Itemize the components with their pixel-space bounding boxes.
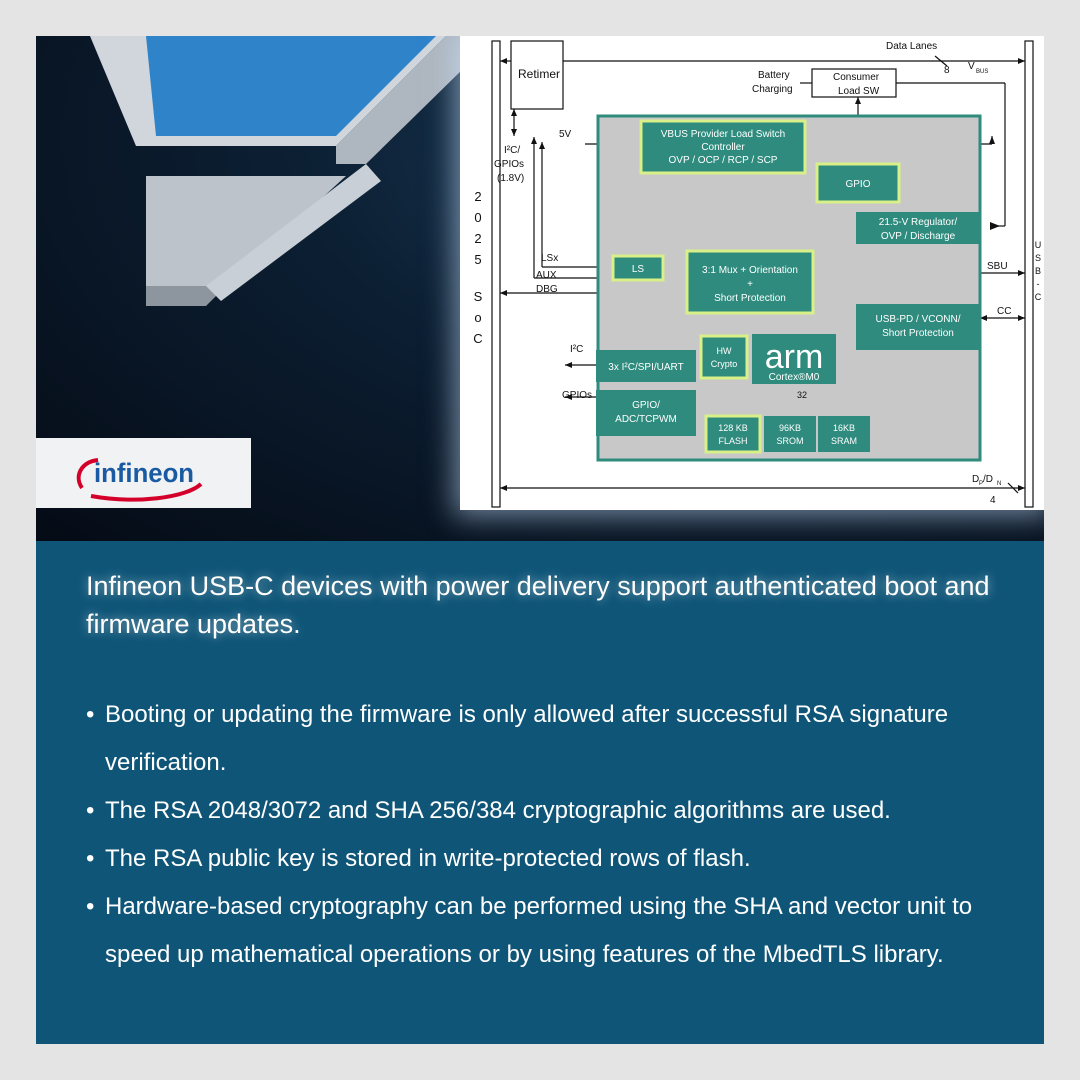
label-bus-width: 32 [797, 390, 807, 400]
label-battery-2: Charging [752, 84, 793, 95]
block-gpio-adc-l1: GPIO/ [632, 400, 660, 411]
label-consumer-1: Consumer [833, 72, 880, 83]
block-hw-crypto-l1: HW [717, 346, 732, 356]
label-consumer-2: Load SW [838, 86, 880, 97]
block-vbus-controller-l2: Controller [701, 142, 745, 153]
top-panel: infineon [36, 36, 1044, 541]
label-dpdn: D [972, 474, 979, 485]
block-ls: LS [632, 264, 645, 275]
block-mux-l2: + [747, 279, 753, 290]
text-panel: Infineon USB-C devices with power delive… [36, 541, 1044, 1044]
label-i2c-gpio-2: GPIOs [494, 159, 524, 170]
label-dbg: DBG [536, 284, 558, 295]
block-usbpd-l1: USB-PD / VCONN/ [875, 314, 960, 325]
label-dpdn-sub-n: N [997, 481, 1001, 487]
block-mux-l3: Short Protection [714, 293, 786, 304]
svg-text:B: B [1035, 266, 1041, 276]
label-data-lanes-count: 8 [944, 65, 950, 76]
block-vbus-controller-l1: VBUS Provider Load Switch [661, 129, 786, 140]
block-flash-l1: 128 KB [718, 423, 748, 433]
block-srom-l1: 96KB [779, 423, 801, 433]
label-battery-1: Battery [758, 70, 790, 81]
block-gpio: GPIO [845, 179, 870, 190]
usbc-label: U S B - C [1035, 240, 1042, 302]
label-dpdn-count: 4 [990, 495, 996, 506]
svg-text:S: S [1035, 253, 1041, 263]
svg-text:2: 2 [474, 231, 481, 246]
slide-frame: infineon [36, 36, 1044, 1044]
svg-text:C: C [1035, 292, 1042, 302]
block-vbus-controller-l3: OVP / OCP / RCP / SCP [669, 155, 778, 166]
block-arm-logo: arm [765, 338, 824, 376]
label-dpdn-mid: /D [983, 474, 993, 485]
svg-text:0: 0 [474, 210, 481, 225]
headline: Infineon USB-C devices with power delive… [86, 571, 990, 639]
block-srom-l2: SROM [777, 436, 804, 446]
decorative-stripes [36, 36, 466, 508]
block-serial: 3x I²C/SPI/UART [608, 362, 683, 373]
svg-text:S: S [474, 289, 483, 304]
block-sram-l1: 16KB [833, 423, 855, 433]
block-flash-l2: FLASH [718, 436, 747, 446]
logo-wordmark: infineon [94, 458, 194, 488]
label-i2c: I²C [570, 344, 583, 355]
bullet-item: The RSA 2048/3072 and SHA 256/384 crypto… [86, 787, 1036, 835]
block-usbpd-l2: Short Protection [882, 328, 954, 339]
block-diagram-svg: Data Lanes 8 V BUS Retimer Battery Charg… [473, 40, 1042, 508]
label-cc: CC [997, 306, 1011, 317]
block-sram-l2: SRAM [831, 436, 857, 446]
block-mux-l1: 3:1 Mux + Orientation [702, 265, 798, 276]
label-data-lanes: Data Lanes [886, 41, 937, 52]
label-dpdn-sub-p: P [979, 481, 983, 487]
svg-text:5: 5 [474, 252, 481, 267]
block-arm-core: Cortex®M0 [769, 372, 820, 383]
block-regulator-l1: 21.5-V Regulator/ [879, 217, 958, 228]
block-hw-crypto-l2: Crypto [711, 359, 738, 369]
label-vbus-sub: BUS [976, 69, 988, 75]
block-gpio-adc-l2: ADC/TCPWM [615, 414, 677, 425]
svg-text:U: U [1035, 240, 1042, 250]
label-i2c-gpio-3: (1.8V) [497, 173, 524, 184]
label-sbu: SBU [987, 261, 1008, 272]
svg-text:-: - [1037, 279, 1040, 289]
label-retimer: Retimer [518, 67, 560, 81]
bullet-item: Booting or updating the firmware is only… [86, 691, 1036, 787]
soc-label: 2 0 2 5 S o C [473, 189, 482, 346]
bullet-item: Hardware-based cryptography can be perfo… [86, 883, 1036, 979]
label-aux: AUX [536, 270, 557, 281]
label-vbus: V [968, 61, 975, 72]
label-5v: 5V [559, 129, 572, 140]
block-regulator-l2: OVP / Discharge [881, 231, 956, 242]
label-lsx: LSx [541, 253, 558, 264]
svg-text:C: C [473, 331, 482, 346]
bullet-item: The RSA public key is stored in write-pr… [86, 835, 1036, 883]
svg-text:o: o [474, 310, 481, 325]
svg-text:2: 2 [474, 189, 481, 204]
infineon-logo: infineon [76, 458, 203, 502]
label-gpios: GPIOs [562, 390, 592, 401]
bullet-list: Booting or updating the firmware is only… [86, 691, 1036, 979]
label-i2c-gpio-1: I²C/ [504, 145, 520, 156]
block-diagram: Data Lanes 8 V BUS Retimer Battery Charg… [460, 36, 1044, 510]
